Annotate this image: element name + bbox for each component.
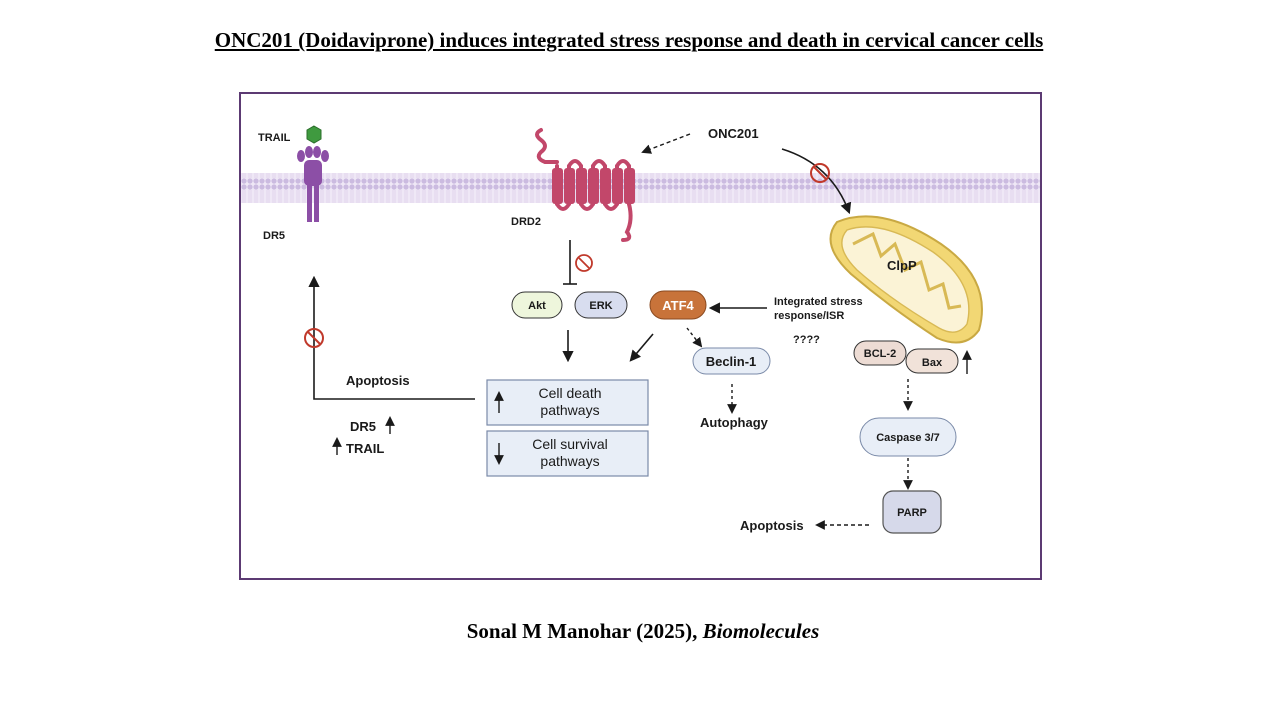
cell-survival-box: Cell survival pathways <box>486 430 649 477</box>
figure-title: ONC201 (Doidaviprone) induces integrated… <box>214 28 1044 52</box>
trail-ligand <box>306 125 322 144</box>
dr5-receptor-label: DR5 <box>263 230 285 242</box>
unknown-label: ???? <box>793 334 820 346</box>
erk-label: ERK <box>589 300 612 312</box>
isr-label-line2: response/ISR <box>774 310 844 322</box>
drd2-inhibit-icon <box>575 254 593 272</box>
apoptosis-feedback-arrow <box>308 275 475 400</box>
apoptosis-right-label: Apoptosis <box>740 518 804 533</box>
caspase-node: Caspase 3/7 <box>859 417 957 457</box>
drd2-label: DRD2 <box>511 216 541 228</box>
figure-citation: Sonal M Manohar (2025), Biomolecules <box>0 619 1280 644</box>
onc201-label: ONC201 <box>708 126 759 141</box>
erk-node: ERK <box>574 291 628 319</box>
mitochondrion <box>829 215 983 344</box>
beclin-label: Beclin-1 <box>706 354 757 369</box>
atf4-to-beclin-arrow <box>686 327 703 348</box>
apoptosis-inhibit-icon <box>304 328 324 348</box>
citation-journal: Biomolecules <box>702 619 820 643</box>
apoptosis-left-label: Apoptosis <box>346 373 410 388</box>
bax-node: Bax <box>905 348 959 374</box>
akt-label: Akt <box>528 300 546 312</box>
cell-death-label-1: Cell death <box>538 385 601 401</box>
autophagy-label: Autophagy <box>700 415 769 430</box>
trail-label: TRAIL <box>258 132 291 144</box>
parp-label: PARP <box>897 507 927 519</box>
atf4-label: ATF4 <box>662 298 694 313</box>
cell-death-label-2: pathways <box>540 402 599 418</box>
akt-node: Akt <box>511 291 563 319</box>
drd2-helices <box>552 168 635 204</box>
caspase-label: Caspase 3/7 <box>876 432 940 444</box>
onc201-to-drd2-arrow <box>641 133 691 154</box>
cell-membrane <box>241 173 1040 203</box>
citation-authors: Sonal M Manohar (2025), <box>466 619 698 643</box>
atf4-node: ATF4 <box>649 290 707 320</box>
trail-up-label: TRAIL <box>346 441 384 456</box>
bcl2-node: BCL-2 <box>853 340 907 366</box>
pathway-diagram: TRAIL DR5 DRD2 ONC201 <box>239 92 1042 580</box>
onc201-to-mito-arrow <box>781 148 852 215</box>
dr5-receptor <box>297 146 329 222</box>
atf4-to-box-arrow <box>629 333 654 362</box>
membrane-inhibit-icon <box>810 163 830 183</box>
parp-node: PARP <box>882 490 942 534</box>
cell-death-box: Cell death pathways <box>486 379 649 426</box>
beclin-node: Beclin-1 <box>692 347 771 375</box>
cell-survival-label-1: Cell survival <box>532 436 607 452</box>
clpp-label: ClpP <box>887 258 917 273</box>
cell-survival-label-2: pathways <box>540 453 599 469</box>
bax-label: Bax <box>922 357 943 369</box>
dr5-up-label: DR5 <box>350 419 376 434</box>
bcl2-label: BCL-2 <box>864 348 896 360</box>
isr-label-line1: Integrated stress <box>774 296 863 308</box>
